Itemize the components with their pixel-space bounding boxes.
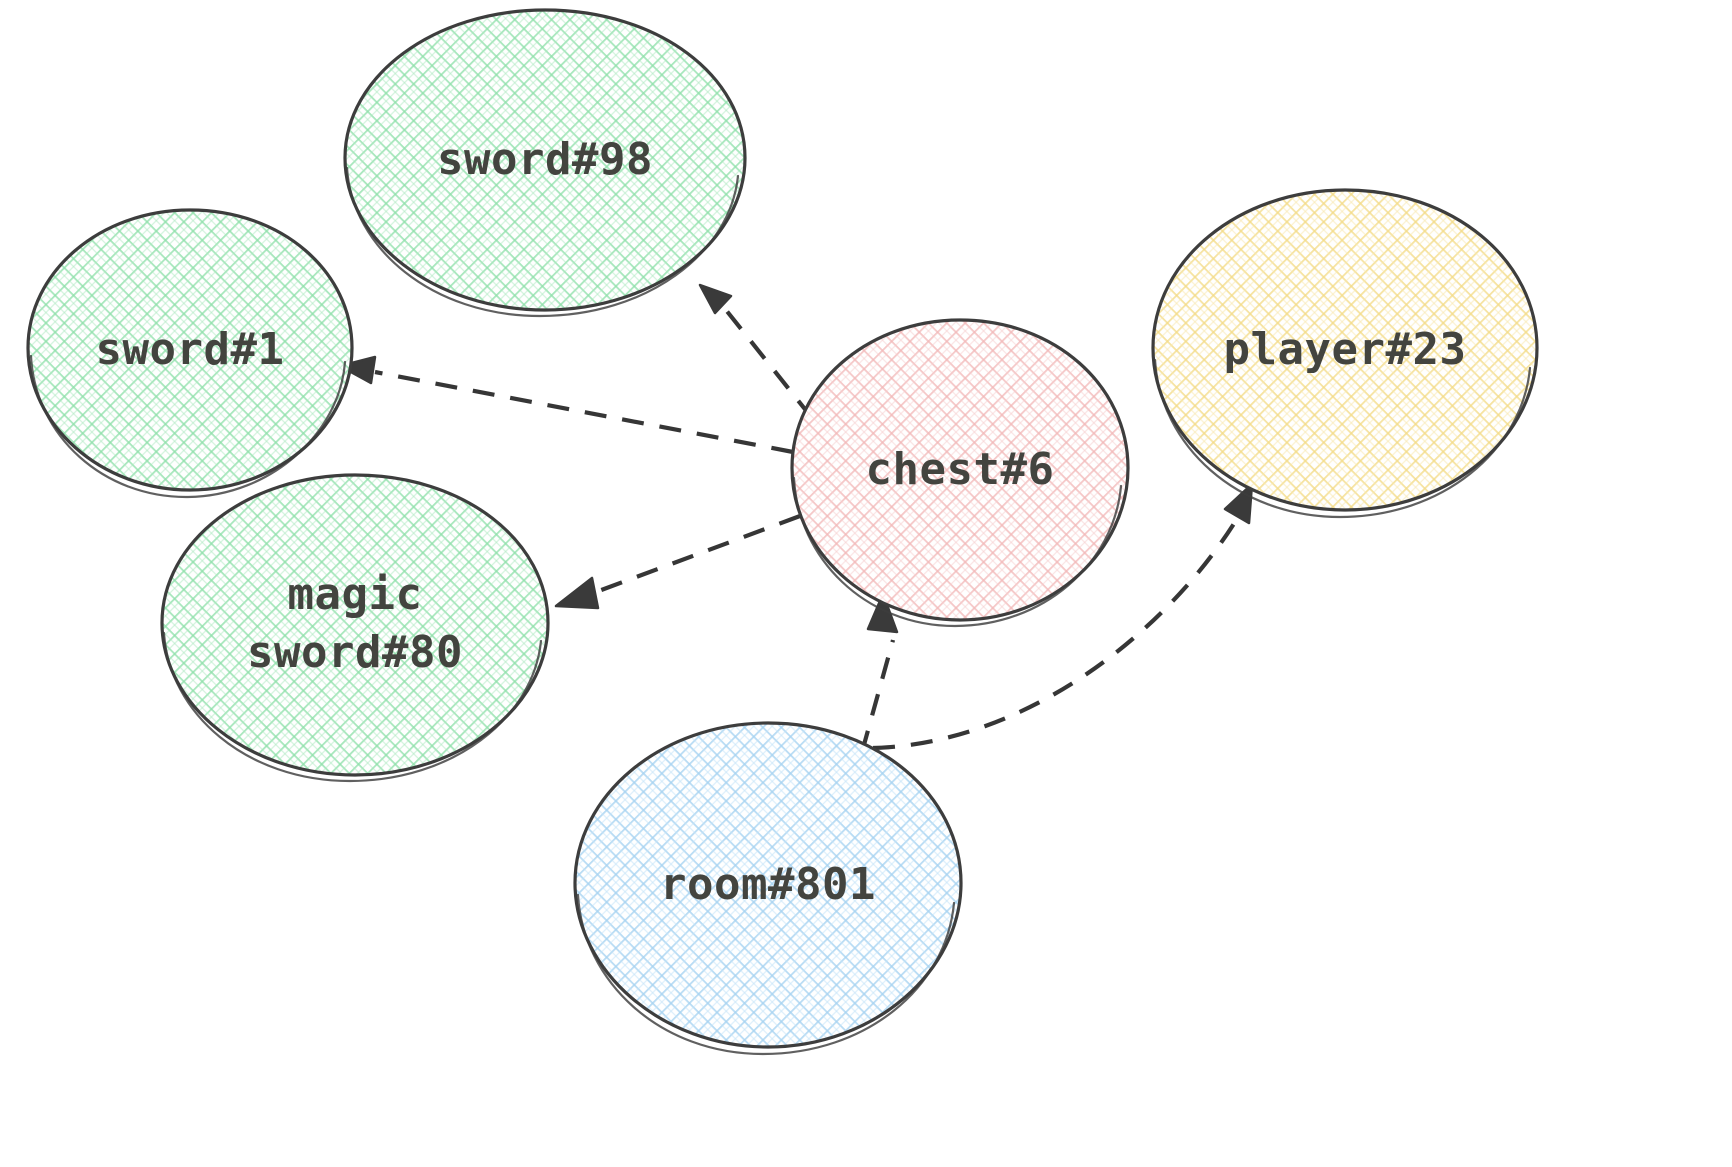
node-magic-sword-80-outline bbox=[160, 473, 550, 777]
node-chest-6-sketch-stroke bbox=[792, 476, 1123, 628]
edge-line bbox=[595, 514, 801, 594]
node-magic-sword-80-fill bbox=[162, 475, 548, 775]
arrowhead-icon bbox=[338, 355, 377, 385]
arrowhead-icon bbox=[698, 283, 733, 315]
node-player-23-fill bbox=[1153, 190, 1537, 510]
node-sword-1[interactable]: sword#1 bbox=[26, 208, 354, 499]
node-room-801-sketch-stroke bbox=[576, 893, 956, 1056]
edge-line bbox=[872, 520, 1237, 751]
node-room-801-outline bbox=[573, 721, 963, 1049]
node-sword-1-fill bbox=[28, 210, 352, 490]
node-sword-98-label: sword#98 bbox=[437, 134, 653, 185]
node-sword-1-label: sword#1 bbox=[96, 324, 285, 375]
node-sword-98-outline bbox=[343, 8, 747, 312]
node-magic-sword-80-label-line-1: magic bbox=[288, 569, 423, 620]
node-chest-6-outline bbox=[790, 318, 1130, 622]
node-magic-sword-80-sketch-stroke bbox=[162, 631, 543, 783]
node-room-801-label: room#801 bbox=[660, 859, 876, 910]
edge-chest6-to-magicsword80[interactable] bbox=[554, 514, 801, 610]
edge-chest6-to-sword98[interactable] bbox=[698, 283, 814, 420]
node-chest-6-fill bbox=[792, 320, 1128, 620]
node-sword-1-outline bbox=[26, 208, 354, 492]
edges-layer bbox=[338, 283, 1254, 753]
edge-chest6-to-sword1[interactable] bbox=[338, 355, 794, 455]
nodes-layer: sword#1 sword#98 magic sword#80 bbox=[26, 8, 1539, 1056]
node-player-23-outline bbox=[1151, 188, 1539, 512]
node-sword-98-fill bbox=[345, 10, 745, 310]
edge-line bbox=[716, 298, 814, 420]
node-sword-98-sketch-stroke bbox=[345, 166, 740, 318]
arrowhead-icon bbox=[554, 576, 600, 610]
node-room-801-fill bbox=[575, 723, 961, 1047]
node-sword-98[interactable]: sword#98 bbox=[343, 8, 747, 318]
node-player-23[interactable]: player#23 bbox=[1151, 188, 1539, 519]
edge-line bbox=[374, 369, 794, 455]
node-magic-sword-80[interactable]: magic sword#80 bbox=[160, 473, 550, 783]
node-player-23-sketch-stroke bbox=[1153, 358, 1532, 519]
node-chest-6-label: chest#6 bbox=[866, 444, 1055, 495]
node-room-801[interactable]: room#801 bbox=[573, 721, 963, 1056]
node-chest-6[interactable]: chest#6 bbox=[790, 318, 1130, 628]
node-player-23-label: player#23 bbox=[1224, 324, 1467, 375]
node-sword-1-sketch-stroke bbox=[29, 354, 347, 499]
node-magic-sword-80-label-line-2: sword#80 bbox=[247, 627, 463, 678]
edge-line bbox=[859, 639, 896, 753]
edge-room801-to-chest6[interactable] bbox=[859, 592, 899, 753]
